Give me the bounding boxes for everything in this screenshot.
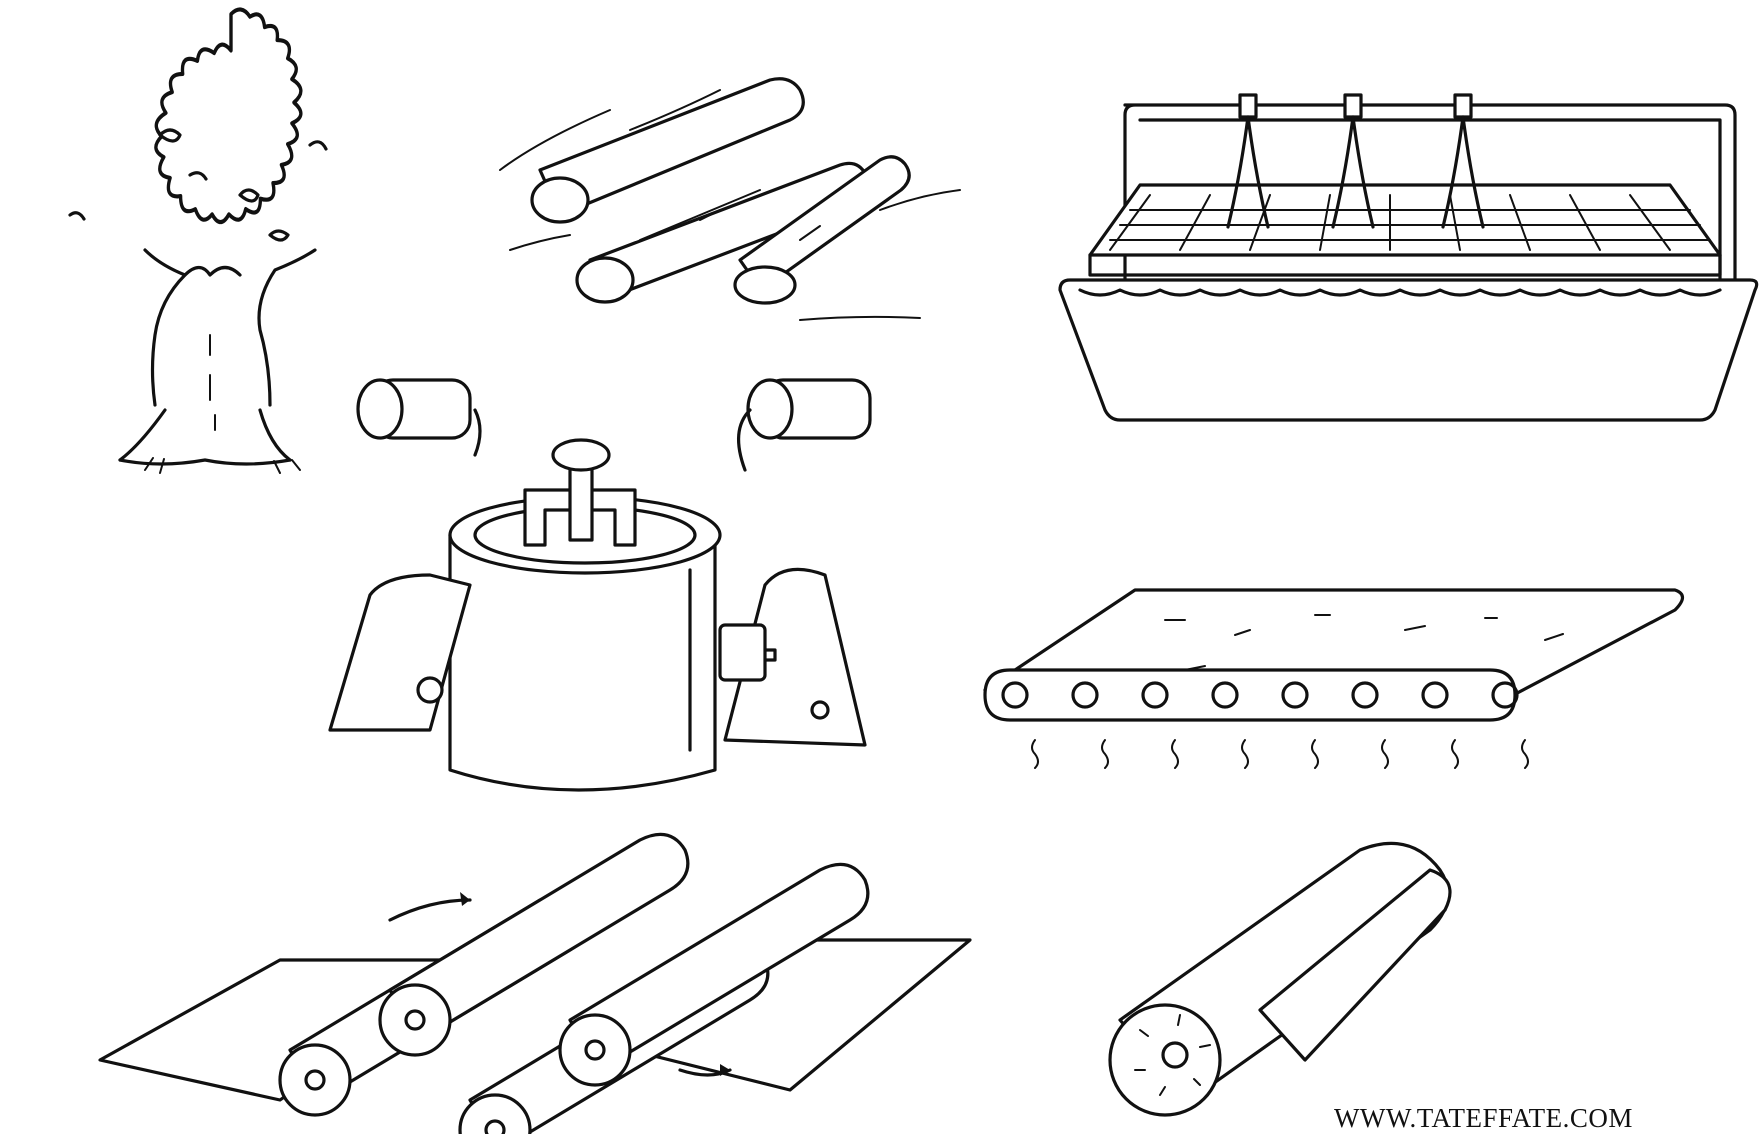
- conveyor-belt-icon: [985, 590, 1705, 790]
- watermark: WWW.TATEFFATE.COM: [1334, 1103, 1633, 1134]
- washing-tank-icon: [1060, 95, 1760, 435]
- rollers-icon: [90, 870, 1020, 1130]
- pulp-digester-icon: [300, 370, 980, 840]
- paper-roll-icon: [1100, 840, 1560, 1120]
- logs-icon: [500, 60, 1060, 340]
